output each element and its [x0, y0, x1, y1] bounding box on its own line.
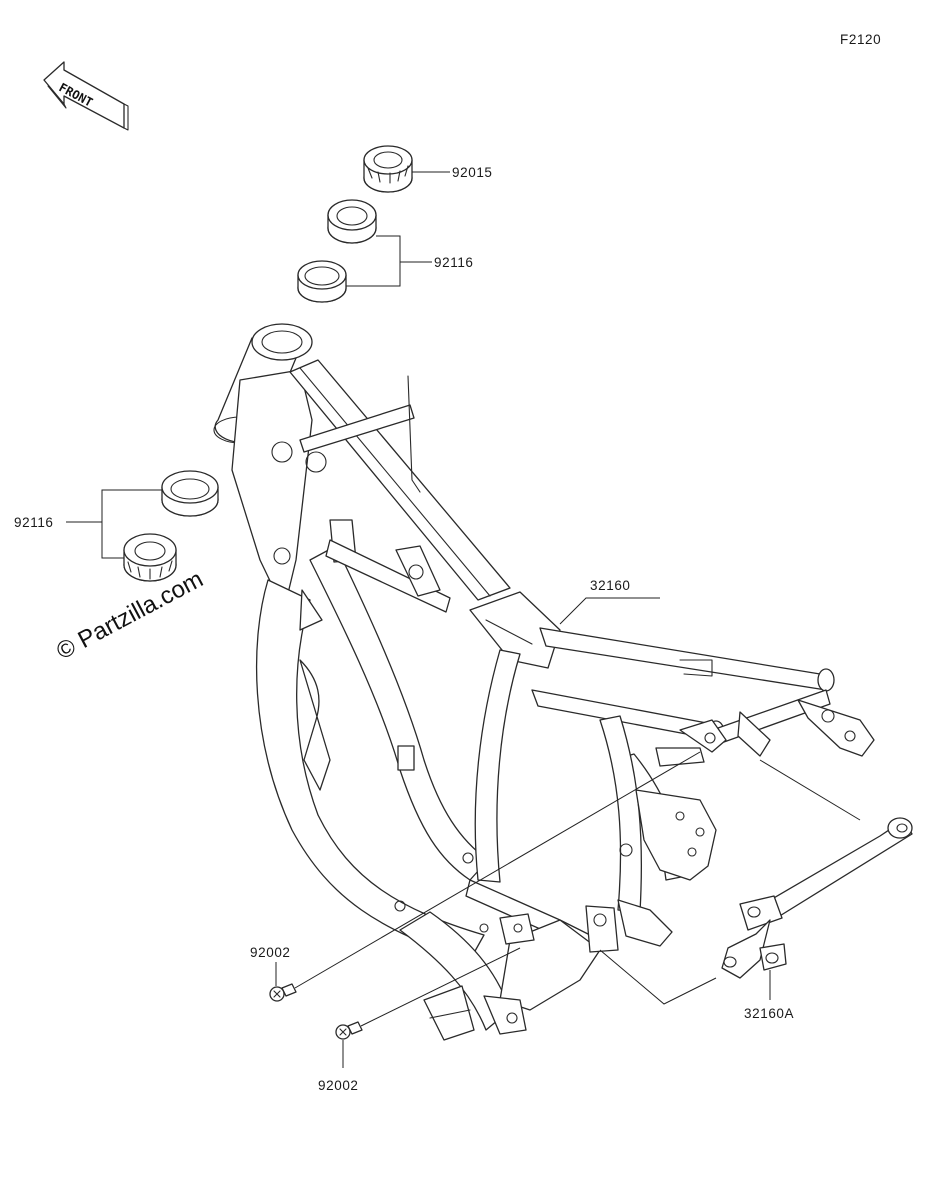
bolt-upper: [269, 983, 297, 1002]
diagram-code: F2120: [840, 32, 881, 47]
label-92116-upper: 92116: [434, 255, 474, 270]
label-92116-lower: 92116: [14, 515, 54, 530]
bolt-lower: [335, 1021, 363, 1040]
partzilla-watermark: © Partzilla.com: [52, 566, 207, 666]
label-92002-upper: 92002: [250, 945, 291, 960]
label-32160A: 32160A: [744, 1006, 794, 1021]
lower-bearing-races: [123, 470, 219, 582]
main-frame: [213, 323, 875, 1041]
upper-bearing-races: [297, 199, 377, 303]
engine-mount-bracket: [721, 817, 913, 979]
front-arrow-icon: FRONT: [43, 61, 129, 131]
steering-stem-nut: [363, 145, 413, 193]
label-32160: 32160: [590, 578, 631, 593]
label-92002-lower: 92002: [318, 1078, 359, 1093]
label-92015: 92015: [452, 165, 493, 180]
